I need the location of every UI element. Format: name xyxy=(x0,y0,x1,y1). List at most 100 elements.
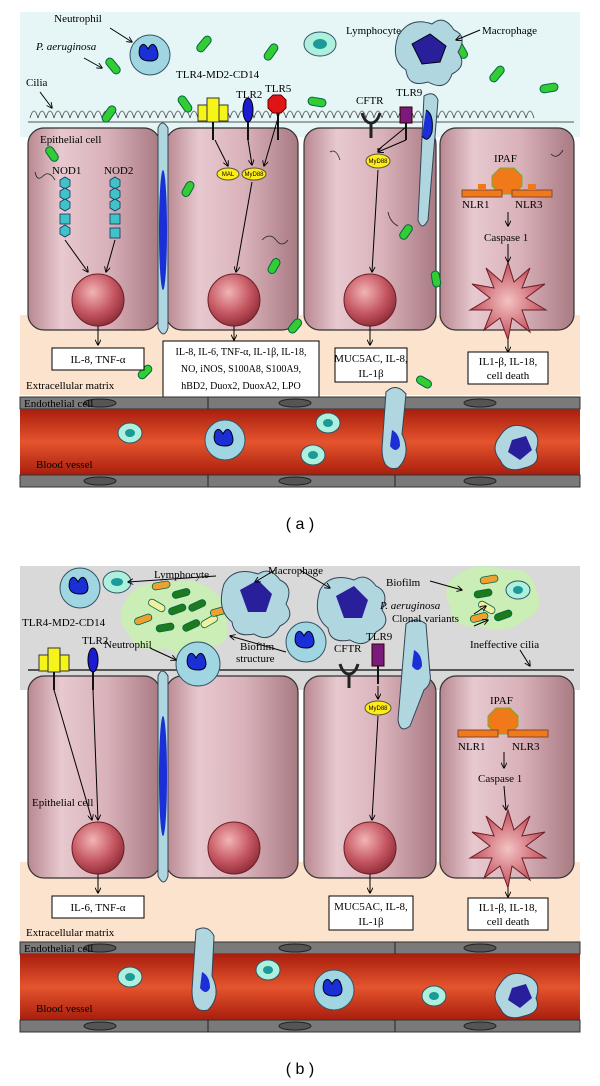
output-box-2: IL-8, IL-6, TNF-α, IL-1β, IL-18, NO, iNO… xyxy=(162,340,320,400)
label-nod1: NOD1 xyxy=(52,165,81,177)
output-box-b4: IL1-β, IL-18, cell death xyxy=(467,897,549,931)
label-extracellular-matrix: Extracellular matrix xyxy=(26,380,115,392)
label-tlr5: TLR5 xyxy=(265,83,292,95)
output-box-b3: MUC5AC, IL-8, IL-1β xyxy=(328,895,414,931)
label-b-tlr2: TLR2 xyxy=(82,635,108,647)
label-b-caspase-1: Caspase 1 xyxy=(478,773,522,785)
panel-b: MyD88 xyxy=(19,565,581,1078)
neutrophil-a xyxy=(129,34,171,76)
label-tlr9: TLR9 xyxy=(396,87,423,99)
inflammasome xyxy=(461,167,553,198)
label-ipaf: IPAF xyxy=(494,153,517,165)
myd88-label-b: MyD88 xyxy=(368,706,388,712)
label-b-biofilm: Biofilm xyxy=(386,577,421,589)
nuclei xyxy=(71,260,548,342)
cftr-channel xyxy=(360,112,382,138)
tlr9-receptor xyxy=(399,106,413,140)
output-box-4-line-2: cell death xyxy=(487,370,530,382)
label-blood-vessel: Blood vessel xyxy=(36,459,93,471)
output-box-4-line-1: IL1-β, IL-18, xyxy=(479,356,538,368)
blood-vessel-a xyxy=(20,409,580,475)
label-b-cftr: CFTR xyxy=(334,643,362,655)
myd88-label-tlr9: MyD88 xyxy=(368,159,388,165)
tlr4-receptor xyxy=(197,97,229,140)
tlr4-receptor-b xyxy=(38,647,70,690)
label-b-blood-vessel: Blood vessel xyxy=(36,1003,93,1015)
label-tlr2: TLR2 xyxy=(236,89,262,101)
output-box-3-line-2: IL-1β xyxy=(358,368,384,380)
label-nlr1: NLR1 xyxy=(462,199,490,211)
inflammasome-b xyxy=(457,707,549,738)
nod-receptors xyxy=(59,176,121,239)
label-caspase-1: Caspase 1 xyxy=(484,232,528,244)
myd88-adaptor-tlr9 xyxy=(365,153,391,169)
output-box-b4-line-2: cell death xyxy=(487,916,530,928)
epithelial-cells-b xyxy=(27,669,575,879)
label-b-nlr1: NLR1 xyxy=(458,741,486,753)
tlr9-receptor-b xyxy=(371,643,385,684)
output-box-1-line-1: IL-8, TNF-α xyxy=(70,354,125,366)
label-b-tlr9: TLR9 xyxy=(366,631,393,643)
output-box-2-line-2: NO, iNOS, S100A8, S100A9, xyxy=(181,364,301,375)
epithelial-cells xyxy=(27,127,575,331)
blood-vessel-b xyxy=(20,954,580,1020)
label-epithelial-cell: Epithelial cell xyxy=(40,134,101,146)
signal-arrows-b xyxy=(53,569,530,897)
output-box-2-line-3: hBD2, Duox2, DuoxA2, LPO xyxy=(181,381,300,392)
blood-cells-b xyxy=(117,927,539,1019)
label-b-extracellular-matrix: Extracellular matrix xyxy=(26,927,115,939)
mal-label: MAL xyxy=(222,172,235,178)
label-b-ineffective-cilia: Ineffective cilia xyxy=(470,639,539,651)
label-b-lymphocyte: Lymphocyte xyxy=(154,569,209,581)
myd88-adaptor xyxy=(241,167,267,181)
label-cftr: CFTR xyxy=(356,95,384,107)
label-cilia: Cilia xyxy=(26,77,48,89)
output-box-4: IL1-β, IL-18, cell death xyxy=(467,351,549,385)
output-box-1: IL-8, TNF-α xyxy=(51,347,145,371)
panel-a: MAL MyD88 MyD88 xyxy=(19,12,581,533)
transmigrating-neutrophil-1 xyxy=(157,122,169,335)
biofilm-structure xyxy=(120,566,540,655)
label-b-macrophage: Macrophage xyxy=(268,565,323,577)
lymphocyte-a xyxy=(303,31,337,57)
label-neutrophil: Neutrophil xyxy=(54,13,102,25)
output-box-b4-line-1: IL1-β, IL-18, xyxy=(479,902,538,914)
tlr2-receptor xyxy=(242,97,254,140)
label-nlr3: NLR3 xyxy=(515,199,543,211)
lumen-cells-b xyxy=(59,567,431,883)
cftr-channel-b xyxy=(338,663,360,688)
label-lymphocyte: Lymphocyte xyxy=(346,25,401,37)
signal-arrows xyxy=(64,117,508,352)
label-b-nlr3: NLR3 xyxy=(512,741,540,753)
output-box-b1: IL-6, TNF-α xyxy=(51,895,145,919)
endothelium-a xyxy=(19,396,581,488)
label-b-ipaf: IPAF xyxy=(490,695,513,707)
tlr2-receptor-b xyxy=(87,647,99,690)
bacteria xyxy=(45,35,559,482)
label-b-epithelial-cell: Epithelial cell xyxy=(32,797,93,809)
endothelium-b xyxy=(19,941,581,1033)
label-b-tlr4: TLR4-MD2-CD14 xyxy=(22,617,106,629)
label-b-p-aeruginosa: P. aeruginosa xyxy=(379,600,441,612)
output-box-b3-line-1: MUC5AC, IL-8, xyxy=(334,901,408,913)
output-box-b3-line-2: IL-1β xyxy=(358,916,384,928)
myd88-label: MyD88 xyxy=(244,172,264,178)
macrophage-a xyxy=(394,19,463,87)
label-b-endothelial-cell: Endothelial cell xyxy=(24,943,93,955)
panel-b-caption: ( b ) xyxy=(286,1061,314,1078)
mal-adaptor xyxy=(216,167,240,181)
output-box-3-line-1: MUC5AC, IL-8, xyxy=(334,353,408,365)
label-b-clonal-variants: Clonal variants xyxy=(392,613,459,625)
label-b-biofilm-structure-2: structure xyxy=(236,653,275,665)
label-tlr4: TLR4-MD2-CD14 xyxy=(176,69,260,81)
label-b-neutrophil: Neutrophil xyxy=(104,639,152,651)
output-box-2-line-1: IL-8, IL-6, TNF-α, IL-1β, IL-18, xyxy=(176,347,307,358)
label-endothelial-cell: Endothelial cell xyxy=(24,398,93,410)
blood-cells-a xyxy=(117,387,539,471)
output-box-3: MUC5AC, IL-8, IL-1β xyxy=(334,347,408,383)
label-p-aeruginosa: P. aeruginosa xyxy=(35,41,97,53)
label-macrophage: Macrophage xyxy=(482,25,537,37)
myd88-adaptor-b xyxy=(364,700,392,716)
label-nod2: NOD2 xyxy=(104,165,133,177)
